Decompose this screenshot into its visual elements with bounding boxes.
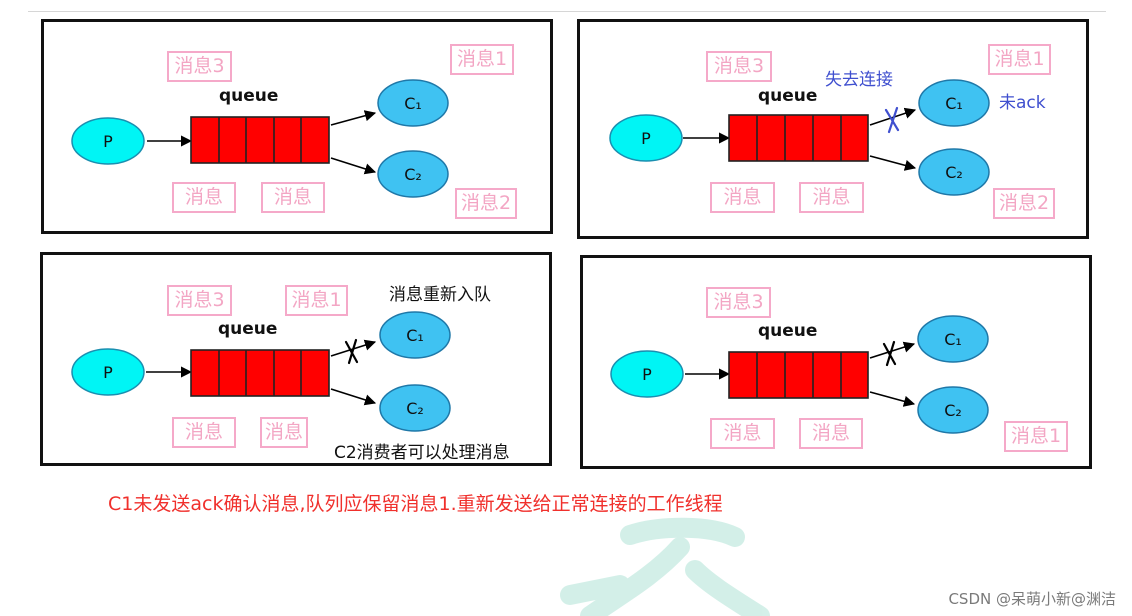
no-ack-note: 未ack xyxy=(999,93,1046,113)
panel-redelivered-to-c2: P C₁ C₂ queue 消息3 消息 消息 消息1 xyxy=(580,255,1092,469)
message-tag: 消息 xyxy=(260,417,308,448)
queue-block xyxy=(728,114,869,162)
message-1-tag: 消息1 xyxy=(988,44,1051,75)
message-3-tag: 消息3 xyxy=(167,285,232,316)
flow-graphic: P C₁ C₂ xyxy=(71,311,451,432)
flow-graphic: P C₁ C₂ xyxy=(609,79,990,196)
message-tag: 消息 xyxy=(172,182,236,213)
broken-connection-mark xyxy=(882,340,897,367)
arrow-queue-to-c2 xyxy=(869,155,917,171)
message-tag: 消息 xyxy=(799,418,863,449)
queue-label: queue xyxy=(219,86,279,106)
message-3-tag: 消息3 xyxy=(706,51,772,82)
c2-can-process-note: C2消费者可以处理消息 xyxy=(334,443,510,463)
arrow-queue-to-c2 xyxy=(330,388,377,406)
consumer-c1-label: C₁ xyxy=(944,330,962,349)
panel-lost-connection: P C₁ C₂ queue 消息3 消息1 消息 消息 消息2 失去连接 未ac… xyxy=(577,19,1089,239)
queue-label: queue xyxy=(218,319,278,339)
diagram-caption: C1未发送ack确认消息,队列应保留消息1.重新发送给正常连接的工作线程 xyxy=(108,493,723,515)
producer-node xyxy=(609,114,683,162)
author-credit: CSDN @呆萌小新@渊洁 xyxy=(948,590,1116,608)
message-tag: 消息 xyxy=(710,182,775,213)
consumer-c1-label: C₁ xyxy=(406,326,424,345)
requeue-note: 消息重新入队 xyxy=(389,285,491,305)
panel-requeue: P C₁ C₂ queue 消息3 消息1 消息 消息 消息重新入队 C2消费者… xyxy=(40,252,552,466)
producer-label: P xyxy=(103,132,113,151)
consumer-c2-label: C₂ xyxy=(406,399,424,418)
consumer-c1-node xyxy=(377,79,449,127)
arrow-queue-to-c2 xyxy=(869,391,916,407)
message-2-tag: 消息2 xyxy=(455,188,517,219)
message-1-tag: 消息1 xyxy=(285,285,348,316)
producer-label: P xyxy=(642,365,652,384)
message-1-tag: 消息1 xyxy=(450,44,514,75)
panel-normal-delivery: P C₁ C₂ queue 消息3 消息1 消息 消息 消息2 xyxy=(41,19,553,234)
consumer-c1-node xyxy=(918,79,990,127)
message-3-tag: 消息3 xyxy=(167,51,232,82)
consumer-c1-label: C₁ xyxy=(404,94,422,113)
producer-node xyxy=(71,117,145,165)
consumer-c2-node xyxy=(918,148,990,196)
consumer-c2-node xyxy=(917,386,989,434)
consumer-c1-node xyxy=(379,311,451,359)
flow-graphic: P C₁ C₂ xyxy=(71,79,449,198)
consumer-c2-label: C₂ xyxy=(404,165,422,184)
producer-label: P xyxy=(103,363,113,382)
arrow-queue-to-c1 xyxy=(869,107,917,126)
consumer-c2-label: C₂ xyxy=(945,163,963,182)
queue-block xyxy=(190,116,330,164)
queue-label: queue xyxy=(758,321,818,341)
flow-graphic: P C₁ C₂ xyxy=(610,315,989,434)
watermark-logo xyxy=(560,517,770,616)
queue-block xyxy=(728,351,869,399)
lost-connection-note: 失去连接 xyxy=(825,70,893,90)
broken-connection-mark xyxy=(344,338,359,365)
producer-node xyxy=(71,348,145,396)
message-tag: 消息 xyxy=(799,182,864,213)
message-1-tag: 消息1 xyxy=(1004,421,1068,452)
consumer-c2-label: C₂ xyxy=(944,401,962,420)
producer-node xyxy=(610,350,684,398)
message-tag: 消息 xyxy=(261,182,325,213)
consumer-c1-label: C₁ xyxy=(945,94,963,113)
message-tag: 消息 xyxy=(172,417,236,448)
consumer-c2-node xyxy=(379,384,451,432)
broken-connection-mark xyxy=(884,106,900,134)
consumer-c1-node xyxy=(917,315,989,363)
queue-label: queue xyxy=(758,86,818,106)
arrow-queue-to-c1 xyxy=(330,110,377,126)
message-tag: 消息 xyxy=(710,418,775,449)
producer-label: P xyxy=(641,129,651,148)
arrow-queue-to-c2 xyxy=(330,157,377,175)
message-2-tag: 消息2 xyxy=(993,188,1055,219)
message-3-tag: 消息3 xyxy=(706,287,771,318)
consumer-c2-node xyxy=(377,150,449,198)
queue-block xyxy=(190,349,330,397)
top-divider xyxy=(28,11,1106,12)
